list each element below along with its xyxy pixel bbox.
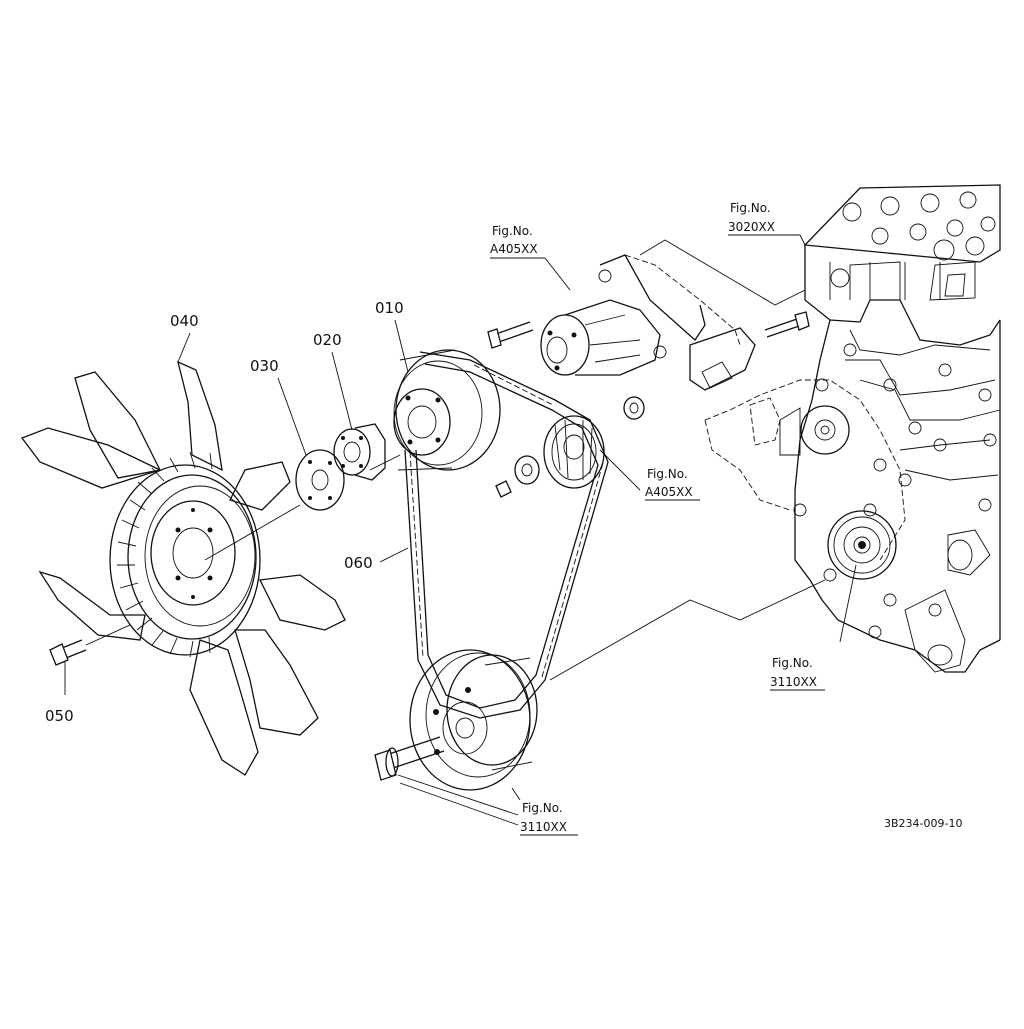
crankshaft-pulley-illustration [374,649,538,791]
fan-plate-030 [295,449,345,511]
figure-ref-a405-mid[interactable]: Fig.No. A405XX [645,467,693,499]
figure-ref-underlines [490,234,825,836]
figure-ref-number: 3110XX [520,820,567,834]
figure-ref-a405-top[interactable]: Fig.No. A405XX [490,224,538,256]
fan-spacer-020 [333,423,386,481]
figure-ref-3110-bottom[interactable]: Fig.No. 3110XX [520,801,567,834]
figure-ref-number: 3110XX [770,675,817,689]
idler-pulley-illustration [495,396,645,498]
bracket-leader [639,239,806,306]
part-number-040[interactable]: 040 [170,312,199,330]
figure-ref-label: Fig.No. [772,656,813,670]
figure-ref-3110-right[interactable]: Fig.No. 3110XX [770,656,817,689]
alternator-bracket-illustration [487,254,810,391]
figure-ref-3020[interactable]: Fig.No. 3020XX [728,201,775,234]
figure-ref-number: A405XX [645,485,693,499]
document-code: 3B234-009-10 [884,817,962,830]
figure-ref-label: Fig.No. [647,467,688,481]
part-number-050[interactable]: 050 [45,707,74,725]
fan-pulley-010 [393,349,501,471]
cooling-fan-040 [20,360,346,776]
shaft-centerline [204,454,401,561]
leader-lines [64,234,857,826]
part-number-020[interactable]: 020 [313,331,342,349]
v-belt-060 [404,351,609,719]
figure-ref-label: Fig.No. [522,801,563,815]
figure-ref-number: 3020XX [728,220,775,234]
gear-case-outline [704,379,906,561]
part-number-060[interactable]: 060 [344,554,373,572]
figure-ref-number: A405XX [490,242,538,256]
engine-block-illustration [779,184,1001,673]
part-number-030[interactable]: 030 [250,357,279,375]
fan-bolt-050 [49,624,131,666]
figure-ref-label: Fig.No. [730,201,771,215]
part-number-010[interactable]: 010 [375,299,404,317]
figure-ref-label: Fig.No. [492,224,533,238]
